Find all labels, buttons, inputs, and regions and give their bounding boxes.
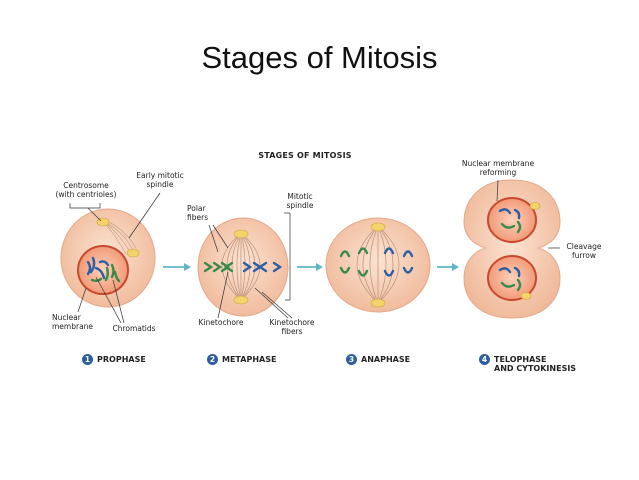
arrow-2 (297, 263, 323, 271)
stage-anaphase: 3 ANAPHASE (346, 354, 410, 365)
anaphase-chromatids-top (339, 247, 414, 258)
stage-prophase: 1 PROPHASE (82, 354, 146, 365)
telophase-cell (463, 179, 561, 319)
page-title: Stages of Mitosis (201, 40, 438, 75)
telophase-nucleus-bottom (487, 255, 537, 301)
arrow-1 (163, 263, 191, 271)
telophase-nucleus-top (487, 197, 541, 243)
metaphase-centrosome-top (233, 229, 249, 239)
leader-lines (69, 179, 560, 324)
stage-number-badge: 1 (82, 354, 93, 365)
label-kinetochore: Kinetochore (198, 318, 244, 327)
anaphase-centrosome-top (370, 222, 386, 232)
metaphase-cell (197, 217, 289, 317)
metaphase-spindle-fibers (221, 232, 261, 301)
anaphase-centrosome-bottom (370, 298, 386, 308)
prophase-nucleus (77, 245, 129, 295)
anaphase-cell (325, 217, 431, 313)
label-centrosome: Centrosome(with centrioles) (55, 181, 117, 199)
stage-metaphase: 2 METAPHASE (207, 354, 276, 365)
arrow-3 (437, 263, 459, 271)
label-chromatids: Chromatids (112, 324, 156, 333)
anaphase-spindle-fibers (356, 225, 400, 304)
metaphase-chromosomes (203, 261, 283, 273)
metaphase-centrosome-bottom (233, 295, 249, 305)
prophase-cell (60, 208, 156, 308)
stage-number-badge: 4 (479, 354, 490, 365)
stage-number-badge: 3 (346, 354, 357, 365)
diagram-heading: STAGES OF MITOSIS (258, 151, 352, 160)
prophase-chromatids (86, 256, 121, 283)
anaphase-chromatids-bottom (339, 266, 414, 277)
prophase-centrosome-2 (126, 248, 140, 258)
stage-number-badge: 2 (207, 354, 218, 365)
